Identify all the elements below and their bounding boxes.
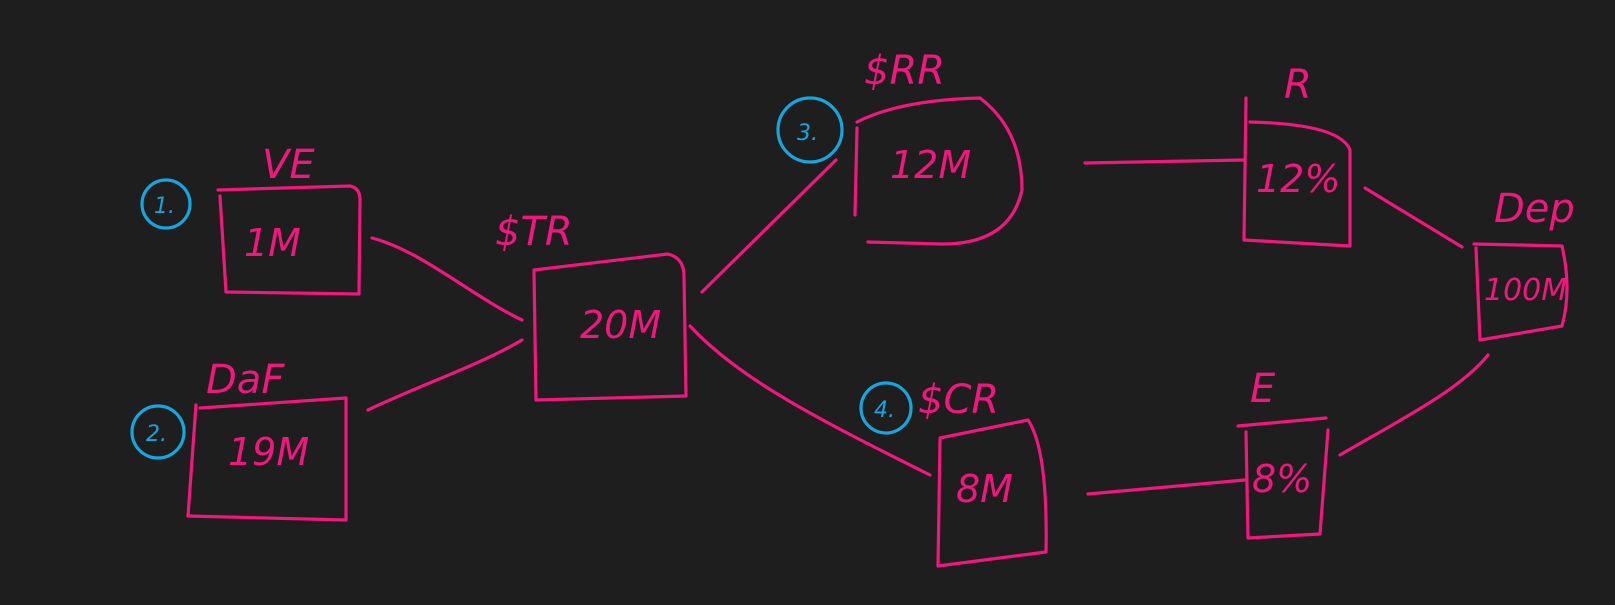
step-3-number: 3.	[797, 121, 818, 146]
connector-rr-r	[1083, 158, 1247, 165]
node-ve-box	[216, 184, 362, 296]
step-1-number: 1.	[154, 194, 175, 219]
connector-e-dep	[1338, 353, 1490, 457]
node-ve-label: VE	[262, 142, 315, 188]
node-cr-label: $CR	[918, 377, 999, 423]
step-1-marker	[140, 178, 192, 230]
connector-ve-tr	[370, 236, 524, 322]
node-rr-label: $RR	[864, 48, 945, 94]
node-tr: $TR 20M	[495, 209, 688, 402]
connector-tr-cr	[688, 324, 932, 477]
step-3-marker	[776, 96, 844, 164]
node-tr-value: 20M	[580, 303, 661, 347]
node-cr: $CR 8M 4.	[859, 377, 1048, 568]
node-rr-value: 12M	[890, 143, 971, 187]
node-rr-box	[853, 96, 1024, 246]
node-tr-label: $TR	[495, 209, 573, 255]
step-2-number: 2.	[146, 422, 167, 447]
node-rr: $RR 12M 3.	[776, 48, 1024, 246]
connector-daf-tr	[366, 338, 524, 412]
node-r-value: 12%	[1256, 157, 1340, 201]
connector-tr-rr	[700, 158, 838, 294]
connector-cr-e	[1086, 478, 1247, 496]
node-dep-label: Dep	[1494, 186, 1575, 232]
connector-r-dep	[1363, 186, 1464, 249]
node-dep: Dep 100M	[1472, 186, 1575, 342]
node-r-label: R	[1284, 62, 1312, 108]
node-dep-value: 100M	[1484, 273, 1567, 308]
node-e-label: E	[1250, 366, 1276, 412]
node-e: E 8%	[1236, 366, 1330, 540]
node-ve-value: 1M	[244, 221, 301, 265]
step-2-marker	[130, 404, 186, 460]
node-cr-value: 8M	[956, 467, 1013, 511]
step-4-number: 4.	[874, 398, 895, 423]
node-daf-box	[186, 396, 348, 522]
node-tr-box	[532, 252, 688, 402]
node-r: R 12%	[1242, 62, 1352, 248]
node-ve: VE 1M 1.	[140, 142, 362, 296]
node-e-box	[1236, 416, 1330, 540]
node-dep-box	[1472, 242, 1569, 342]
node-daf: DaF 19M 2.	[130, 357, 348, 522]
node-cr-box	[936, 418, 1048, 568]
node-daf-value: 19M	[228, 430, 309, 474]
node-r-box	[1242, 96, 1352, 248]
node-daf-label: DaF	[206, 357, 285, 403]
node-e-value: 8%	[1252, 457, 1312, 501]
step-4-marker	[859, 381, 913, 435]
